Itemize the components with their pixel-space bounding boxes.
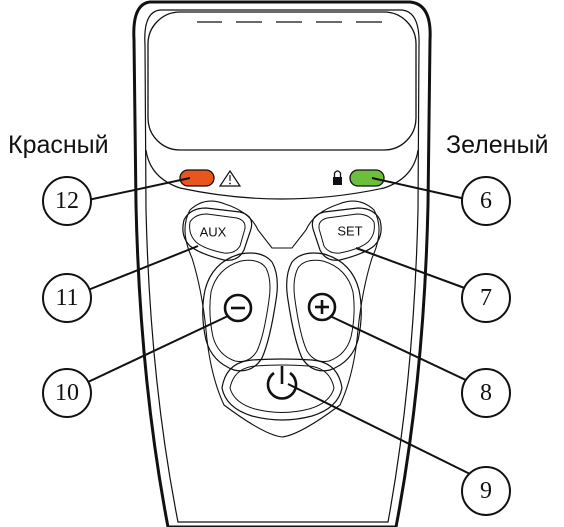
leader-6 xyxy=(371,177,471,201)
red-label: Красный xyxy=(8,131,109,159)
leader-12 xyxy=(87,177,191,201)
leader-9 xyxy=(287,383,471,475)
callout-8-number: 8 xyxy=(480,380,492,406)
callout-11-number: 11 xyxy=(55,285,78,311)
remote-body-outline xyxy=(132,0,432,527)
lock-icon xyxy=(333,170,342,185)
red-led xyxy=(179,169,215,187)
aux-label: AUX xyxy=(200,225,227,240)
leader-10 xyxy=(87,315,229,383)
callout-10: 10 xyxy=(42,368,92,418)
leader-lines xyxy=(87,177,471,475)
plus-icon xyxy=(307,292,337,322)
minus-icon xyxy=(223,293,253,323)
remote-body-inner-outline xyxy=(144,9,420,523)
set-label: SET xyxy=(337,224,362,239)
callout-7-number: 7 xyxy=(480,285,492,311)
leader-8 xyxy=(329,315,471,383)
leader-11 xyxy=(87,245,199,291)
display-window xyxy=(147,11,417,151)
plus-button[interactable] xyxy=(286,252,362,372)
callout-9: 9 xyxy=(461,466,511,516)
callout-9-number: 9 xyxy=(480,478,492,504)
callout-12-number: 12 xyxy=(55,188,79,214)
set-button[interactable]: SET xyxy=(311,207,382,261)
leader-7 xyxy=(355,247,471,291)
power-button[interactable] xyxy=(221,358,343,421)
callout-11: 11 xyxy=(42,273,92,323)
green-led xyxy=(349,169,385,187)
led-panel-divider xyxy=(145,149,419,200)
callout-6-number: 6 xyxy=(480,188,492,214)
minus-button[interactable] xyxy=(202,252,278,372)
callout-7: 7 xyxy=(461,273,511,323)
warning-triangle-icon xyxy=(218,169,242,187)
aux-button[interactable]: AUX xyxy=(182,207,253,261)
callout-6: 6 xyxy=(461,176,511,226)
green-label: Зеленый xyxy=(446,131,548,159)
power-icon xyxy=(266,366,298,400)
callout-12: 12 xyxy=(42,176,92,226)
callout-8: 8 xyxy=(461,368,511,418)
callout-10-number: 10 xyxy=(55,380,79,406)
